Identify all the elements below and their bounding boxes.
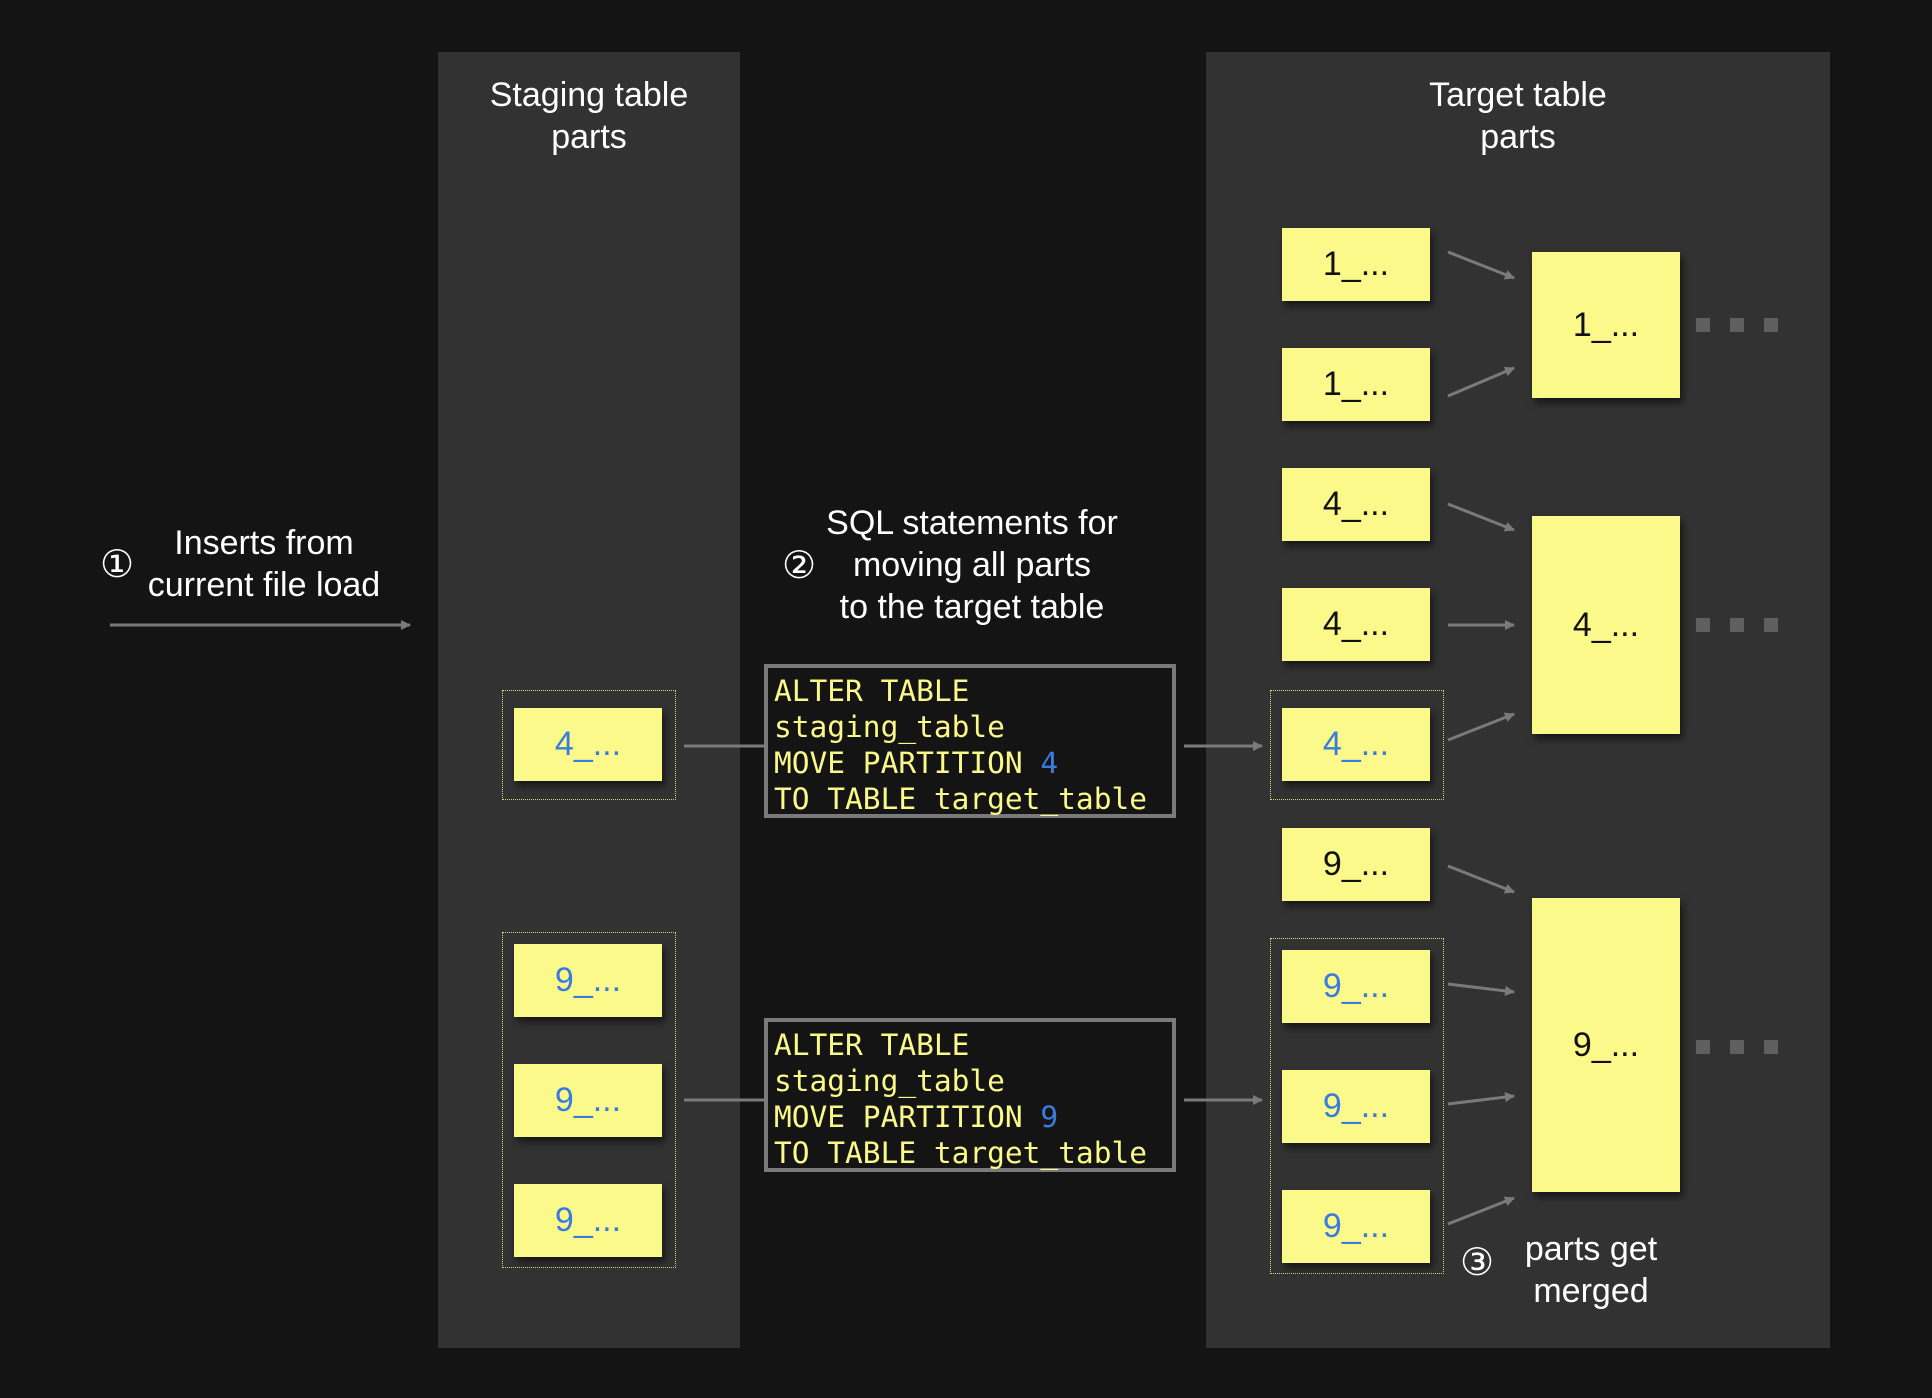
merge-arrow <box>1447 864 1515 894</box>
target-panel-title: Target table parts <box>1429 76 1607 156</box>
staging-part: 9_... <box>514 1064 662 1137</box>
sql-partition-number: 9 <box>1040 1100 1059 1134</box>
sql-line: MOVE PARTITION 9 <box>774 1099 1172 1135</box>
step-1-marker: ① <box>100 544 135 586</box>
target-part: 1_... <box>1282 348 1430 421</box>
staging-partition-4-group <box>502 690 676 800</box>
merged-part: 9_... <box>1532 898 1680 1192</box>
target-moved-part: 9_... <box>1282 950 1430 1023</box>
merge-arrow <box>1447 1196 1515 1226</box>
step-3-marker: ③ <box>1460 1242 1495 1284</box>
sql-statement-partition-9: ALTER TABLE staging_table MOVE PARTITION… <box>764 1018 1176 1172</box>
step-3-label: parts get merged <box>1524 1230 1658 1310</box>
staging-partition-9-group <box>502 932 676 1268</box>
merged-part: 4_... <box>1532 516 1680 734</box>
sql-statement-partition-4: ALTER TABLE staging_table MOVE PARTITION… <box>764 664 1176 818</box>
merge-arrow <box>1447 982 1515 996</box>
target-part: 9_... <box>1282 828 1430 901</box>
more-parts-ellipsis <box>1696 318 1778 332</box>
staging-part: 9_... <box>514 1184 662 1257</box>
staging-part: 9_... <box>514 944 662 1017</box>
merge-arrow <box>1447 250 1515 280</box>
merged-part: 1_... <box>1532 252 1680 398</box>
step-2-marker: ② <box>782 545 817 587</box>
sql-line: MOVE PARTITION 4 <box>774 745 1172 781</box>
more-parts-ellipsis <box>1696 1040 1778 1054</box>
merge-arrow <box>1447 366 1515 398</box>
target-moved-partition-9-group <box>1270 938 1444 1274</box>
target-part: 4_... <box>1282 468 1430 541</box>
sql-line-prefix: MOVE PARTITION <box>774 746 1041 780</box>
target-moved-part: 9_... <box>1282 1070 1430 1143</box>
sql-partition-number: 4 <box>1040 746 1059 780</box>
target-moved-part: 9_... <box>1282 1190 1430 1263</box>
sql-line: staging_table <box>774 1064 1005 1098</box>
staging-part: 4_... <box>514 708 662 781</box>
target-part: 1_... <box>1282 228 1430 301</box>
merge-arrow <box>1447 1092 1515 1106</box>
sql-line: TO TABLE target_table <box>774 782 1147 816</box>
staging-panel-title: Staging table parts <box>489 76 689 156</box>
sql-line: staging_table <box>774 710 1005 744</box>
step-2-label: SQL statements for moving all parts to t… <box>826 504 1118 626</box>
target-part: 4_... <box>1282 588 1430 661</box>
sql-line: TO TABLE target_table <box>774 1136 1147 1170</box>
sql-line: ALTER TABLE <box>774 674 970 708</box>
merge-arrow <box>1447 712 1515 742</box>
target-moved-part: 4_... <box>1282 708 1430 781</box>
more-parts-ellipsis <box>1696 618 1778 632</box>
merge-arrow <box>1447 502 1515 532</box>
sql-line-prefix: MOVE PARTITION <box>774 1100 1041 1134</box>
sql-line: ALTER TABLE <box>774 1028 970 1062</box>
step-1-label: Inserts from current file load <box>147 524 381 604</box>
target-moved-partition-4-group <box>1270 690 1444 800</box>
